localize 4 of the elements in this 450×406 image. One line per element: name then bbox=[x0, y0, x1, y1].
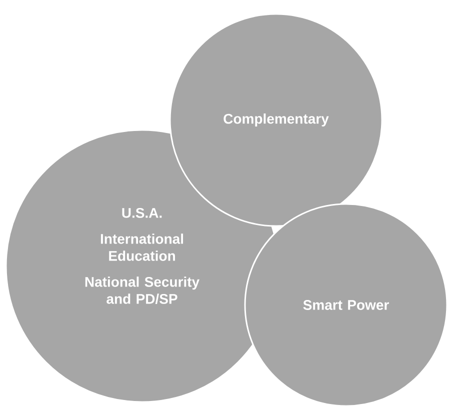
node-label: International Education bbox=[100, 234, 184, 261]
node-label: National Security and PD/SP bbox=[85, 276, 200, 304]
node-label: Smart Power bbox=[303, 300, 389, 310]
node-label: U.S.A. bbox=[122, 208, 162, 218]
